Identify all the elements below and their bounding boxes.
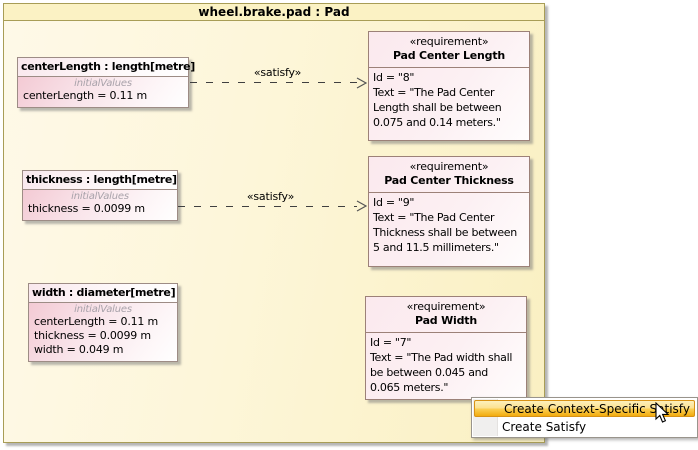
requirement-body: Id = "8" Text = "The Pad Center Length s…	[373, 71, 502, 129]
requirement-header: «requirement» Pad Center Length	[369, 32, 529, 68]
value-line: thickness = 0.0099 m	[28, 202, 145, 215]
value-line: centerLength = 0.11 m	[23, 89, 148, 102]
requirement-header: «requirement» Pad Width	[366, 297, 526, 333]
part-box-width[interactable]: width : diameter[metre] initialValues ce…	[28, 283, 178, 362]
requirement-header: «requirement» Pad Center Thickness	[369, 157, 529, 193]
requirement-name: Pad Width	[415, 314, 477, 327]
part-box-thickness[interactable]: thickness : length[metre] initialValues …	[22, 170, 178, 221]
requirement-body: Id = "7" Text = "The Pad width shall be …	[370, 336, 513, 394]
part-body: initialValues thickness = 0.0099 m	[23, 190, 177, 220]
open-arrowhead-icon	[356, 77, 367, 89]
requirement-box-pad-width[interactable]: «requirement» Pad Width Id = "7" Text = …	[365, 296, 527, 400]
requirement-name: Pad Center Thickness	[384, 174, 514, 187]
requirement-stereotype: «requirement»	[406, 300, 486, 313]
initial-values-label: initialValues	[71, 191, 129, 202]
initial-values-label: initialValues	[74, 78, 132, 89]
value-line: centerLength = 0.11 m	[34, 315, 159, 328]
value-line: width = 0.049 m	[34, 343, 124, 356]
menu-item-label: Create Context-Specific Satisfy	[504, 401, 690, 416]
initial-values-label: initialValues	[74, 304, 132, 315]
menu-item-label: Create Satisfy	[502, 420, 587, 434]
part-body: initialValues centerLength = 0.11 m	[18, 77, 188, 107]
value-line: thickness = 0.0099 m	[34, 329, 151, 342]
requirement-name: Pad Center Length	[392, 49, 506, 62]
open-arrowhead-icon	[356, 200, 367, 212]
frame-title-band: wheel.brake.pad : Pad	[4, 4, 544, 21]
part-body: initialValues centerLength = 0.11 m thic…	[29, 303, 177, 361]
context-menu: Create Context-Specific Satisfy Create S…	[471, 397, 698, 438]
part-box-centerlength[interactable]: centerLength : length[metre] initialValu…	[17, 57, 195, 108]
requirement-box-pad-center-thickness[interactable]: «requirement» Pad Center Thickness Id = …	[368, 156, 530, 267]
satisfy-connector[interactable]	[178, 206, 357, 207]
part-header: width : diameter[metre]	[29, 284, 177, 303]
requirement-box-pad-center-length[interactable]: «requirement» Pad Center Length Id = "8"…	[368, 31, 530, 141]
satisfy-label: «satisfy»	[246, 190, 295, 203]
requirement-stereotype: «requirement»	[409, 35, 489, 48]
menu-item-create-satisfy[interactable]: Create Satisfy	[473, 418, 696, 436]
requirement-body: Id = "9" Text = "The Pad Center Thicknes…	[373, 196, 517, 254]
frame-title: wheel.brake.pad : Pad	[198, 5, 350, 19]
satisfy-connector[interactable]	[190, 82, 357, 83]
menu-item-create-context-specific-satisfy[interactable]: Create Context-Specific Satisfy	[474, 400, 695, 417]
part-header: centerLength : length[metre]	[18, 58, 195, 77]
requirement-stereotype: «requirement»	[409, 160, 489, 173]
part-header: thickness : length[metre]	[23, 171, 177, 190]
satisfy-label: «satisfy»	[253, 66, 302, 79]
mouse-cursor-icon	[655, 402, 670, 423]
